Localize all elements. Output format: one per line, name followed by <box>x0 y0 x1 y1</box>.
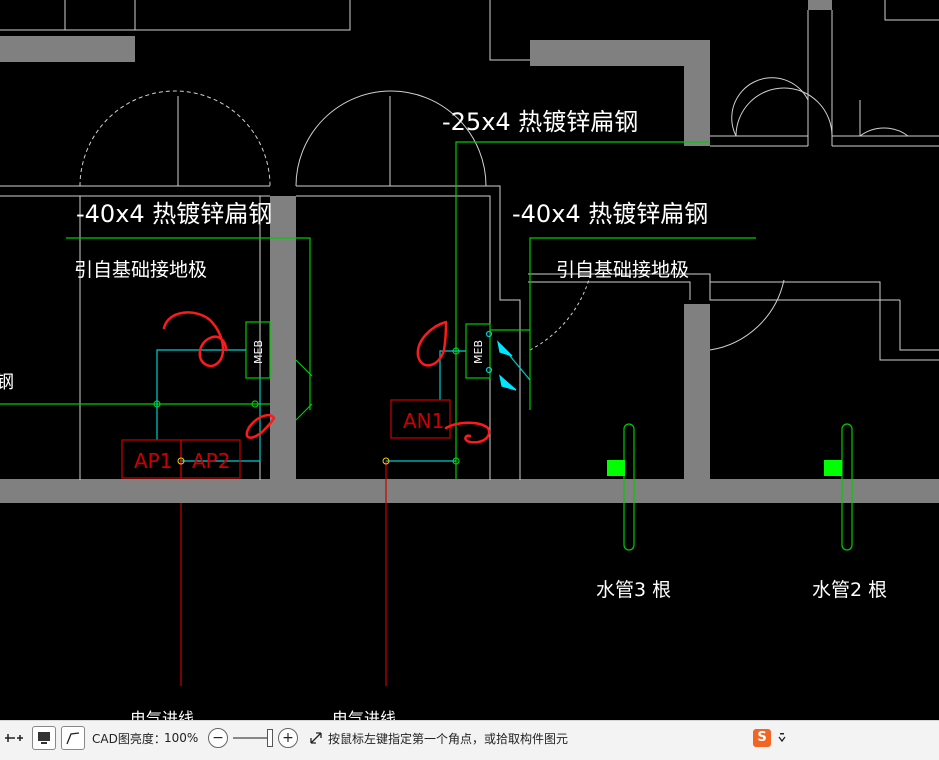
label-ground-right: 引自基础接地极 <box>556 259 689 281</box>
status-bar: CAD图亮度： 100% − + 按鼠标左键指定第一个角点，或拾取构件图元 S <box>0 720 939 760</box>
label-left-edge: 钢 <box>0 372 14 393</box>
wall-top-left <box>0 36 135 62</box>
label-steel-40x4-right: -40x4 热镀锌扁钢 <box>512 200 708 228</box>
ap2-box[interactable] <box>180 439 241 479</box>
hand-annotations <box>162 311 491 444</box>
equipment <box>121 399 451 686</box>
label-meb-left: MEB <box>252 340 265 364</box>
pipe-marker-2 <box>824 460 842 476</box>
wall-top-middle <box>530 40 710 66</box>
annotation-scribble <box>245 414 276 439</box>
wall-column-far-right <box>808 0 832 10</box>
plus-circle-icon[interactable]: + <box>276 726 300 750</box>
chevron-down-icon[interactable] <box>776 726 788 750</box>
pipe-2 <box>841 423 853 551</box>
status-hint: 按鼠标左键指定第一个角点，或拾取构件图元 <box>328 731 569 746</box>
annotation-scribble <box>416 320 448 367</box>
polyline-icon[interactable] <box>61 726 85 750</box>
annotation-scribble <box>444 421 491 444</box>
slider-thumb[interactable] <box>267 729 273 747</box>
grounding-conductors <box>0 141 756 480</box>
add-line-icon[interactable] <box>0 726 28 750</box>
label-steel-40x4-left: -40x4 热镀锌扁钢 <box>76 200 272 228</box>
arrow-marker <box>497 340 513 357</box>
annotation-scribble <box>162 311 228 368</box>
pipe-3 <box>623 423 635 551</box>
outlines <box>0 0 939 480</box>
wall-pillar-right <box>684 304 710 480</box>
brightness-label: CAD图亮度： <box>92 731 166 746</box>
label-meb-right: MEB <box>472 340 485 364</box>
label-pipe3: 水管3 根 <box>596 579 671 601</box>
label-an1: AN1 <box>403 409 444 433</box>
wall-column-right-top <box>684 40 710 146</box>
label-feed-right: 电气进线 <box>332 709 396 720</box>
brightness-value: 100% <box>164 731 199 745</box>
monitor-icon[interactable] <box>32 726 56 750</box>
label-ap1: AP1 <box>134 449 172 473</box>
walls <box>0 0 939 503</box>
cad-drawing-canvas[interactable]: -25x4 热镀锌扁钢 -40x4 热镀锌扁钢 -40x4 热镀锌扁钢 引自基础… <box>0 0 939 720</box>
slider-track <box>233 729 273 747</box>
wall-pillar-left <box>270 196 296 480</box>
label-ground-left: 引自基础接地极 <box>74 259 207 281</box>
arrow-marker <box>499 374 517 391</box>
drawing-labels: -25x4 热镀锌扁钢 -40x4 热镀锌扁钢 -40x4 热镀锌扁钢 引自基础… <box>0 108 887 720</box>
label-steel-25x4: -25x4 热镀锌扁钢 <box>442 108 638 136</box>
bonding-connections <box>156 330 531 462</box>
water-pipes <box>607 423 853 551</box>
label-ap2: AP2 <box>192 449 230 473</box>
diagonal-arrow-icon <box>306 726 326 750</box>
label-pipe2: 水管2 根 <box>812 579 887 601</box>
pipe-marker-3 <box>607 460 625 476</box>
brightness-slider[interactable] <box>230 726 276 750</box>
sogou-ime-icon[interactable]: S <box>750 726 774 750</box>
an1-box[interactable] <box>390 399 451 439</box>
minus-circle-icon[interactable]: − <box>206 726 230 750</box>
wall-floor <box>0 479 939 503</box>
label-feed-left: 电气进线 <box>130 709 194 720</box>
